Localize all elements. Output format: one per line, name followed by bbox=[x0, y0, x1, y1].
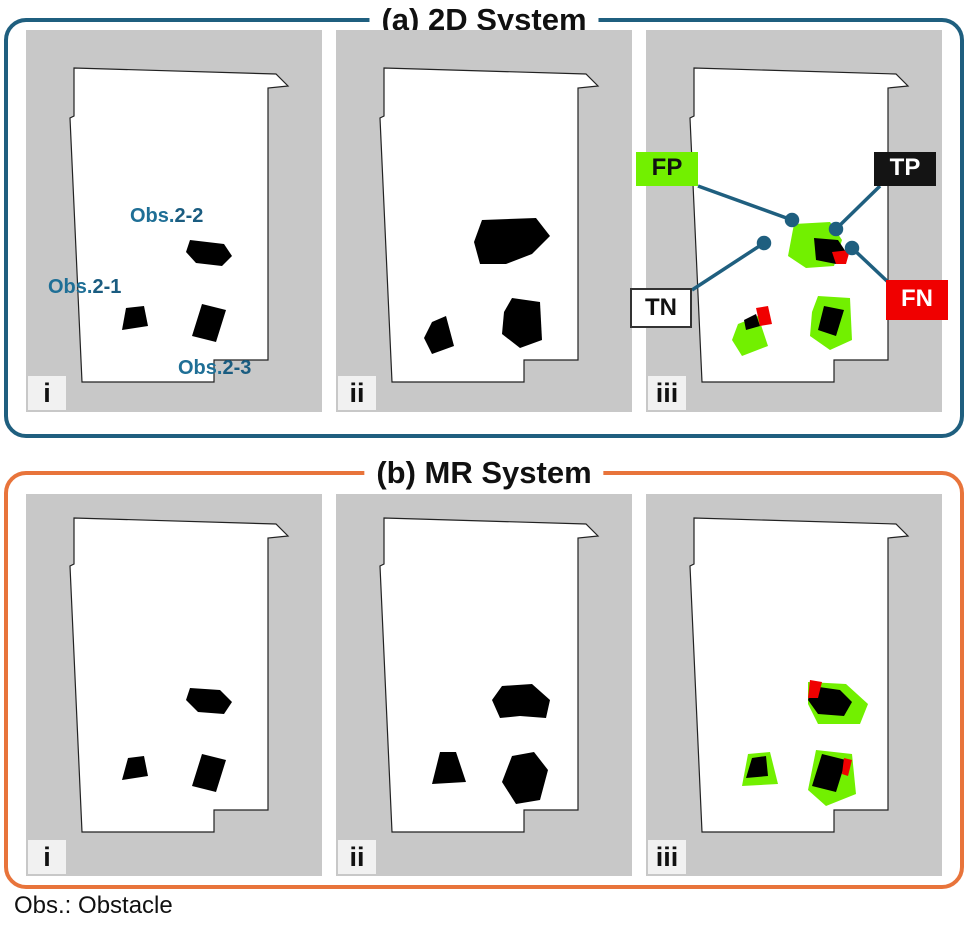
leader-line-fn bbox=[850, 246, 890, 284]
obstacle-2-2 bbox=[186, 688, 232, 714]
error-map bbox=[646, 30, 942, 412]
leader-dot-fp bbox=[784, 212, 800, 228]
obstacle-2-3 bbox=[192, 754, 226, 792]
panel-label-ii: ii bbox=[338, 840, 376, 874]
false-negative-region bbox=[808, 680, 822, 698]
leader-dot-tp bbox=[828, 221, 844, 237]
occupancy-map bbox=[336, 494, 632, 876]
obstacle-label-prefix: Obs. bbox=[48, 276, 93, 298]
obstacle-label-number: 2-3 bbox=[222, 357, 252, 379]
true-positive-region bbox=[818, 306, 844, 336]
leader-line-fp bbox=[697, 184, 793, 222]
footnote-abbreviation: Obs.: Obstacle bbox=[14, 892, 173, 919]
obstacle-label-number: 2-2 bbox=[174, 205, 204, 227]
group-title-mr-system: (b) MR System bbox=[364, 455, 604, 491]
obstacle-2-1 bbox=[122, 306, 148, 330]
panel-label-iii: iii bbox=[648, 376, 686, 410]
leader-line-tp bbox=[834, 184, 882, 231]
true-positive-region bbox=[812, 754, 846, 792]
legend-true-negative: TN bbox=[630, 288, 692, 328]
obstacle-label-prefix: Obs. bbox=[178, 357, 223, 379]
floor-area bbox=[689, 517, 910, 833]
obstacle-2-1 bbox=[122, 756, 148, 780]
map-panel-2d-iii: iii bbox=[646, 30, 942, 412]
map-panel-2d-ii: ii bbox=[336, 30, 632, 412]
false-negative-region bbox=[842, 758, 852, 776]
error-map bbox=[646, 494, 942, 876]
obstacle-2-3 bbox=[502, 752, 548, 804]
obstacle-2-3 bbox=[192, 304, 226, 342]
false-negative-region bbox=[756, 306, 772, 326]
obstacle-label-2-3: Obs.2-3 bbox=[178, 357, 251, 380]
obstacle-label-number: 2-1 bbox=[92, 276, 122, 298]
legend-true-positive: TP bbox=[874, 152, 936, 186]
map-panel-2d-i: i bbox=[26, 30, 322, 412]
obstacle-2-1 bbox=[432, 752, 466, 784]
obstacle-2-3 bbox=[502, 298, 542, 348]
panel-label-iii: iii bbox=[648, 840, 686, 874]
legend-false-negative: FN bbox=[886, 280, 948, 320]
obstacle-2-2 bbox=[474, 218, 550, 264]
floor-area bbox=[379, 517, 600, 833]
occupancy-map bbox=[26, 494, 322, 876]
floor-area bbox=[69, 67, 290, 383]
true-positive-region bbox=[746, 756, 768, 778]
obstacle-label-2-1: Obs.2-1 bbox=[48, 276, 121, 299]
obstacle-label-2-2: Obs.2-2 bbox=[130, 205, 203, 228]
obstacle-2-1 bbox=[424, 316, 454, 354]
leader-dot-tn bbox=[756, 235, 772, 251]
panel-label-ii: ii bbox=[338, 376, 376, 410]
obstacle-2-2 bbox=[492, 684, 550, 718]
legend-false-positive: FP bbox=[636, 152, 698, 186]
leader-dot-fn bbox=[844, 240, 860, 256]
map-panel-mr-ii: ii bbox=[336, 494, 632, 876]
true-positive-region bbox=[744, 314, 760, 330]
map-panel-mr-iii: iii bbox=[646, 494, 942, 876]
occupancy-map bbox=[336, 30, 632, 412]
false-negative-region bbox=[832, 250, 850, 264]
obstacle-label-prefix: Obs. bbox=[130, 205, 175, 227]
panel-label-i: i bbox=[28, 840, 66, 874]
obstacle-2-2 bbox=[186, 240, 232, 266]
panel-label-i: i bbox=[28, 376, 66, 410]
leader-line-tn bbox=[691, 241, 765, 292]
floor-area bbox=[69, 517, 290, 833]
map-panel-mr-i: i bbox=[26, 494, 322, 876]
occupancy-map bbox=[26, 30, 322, 412]
